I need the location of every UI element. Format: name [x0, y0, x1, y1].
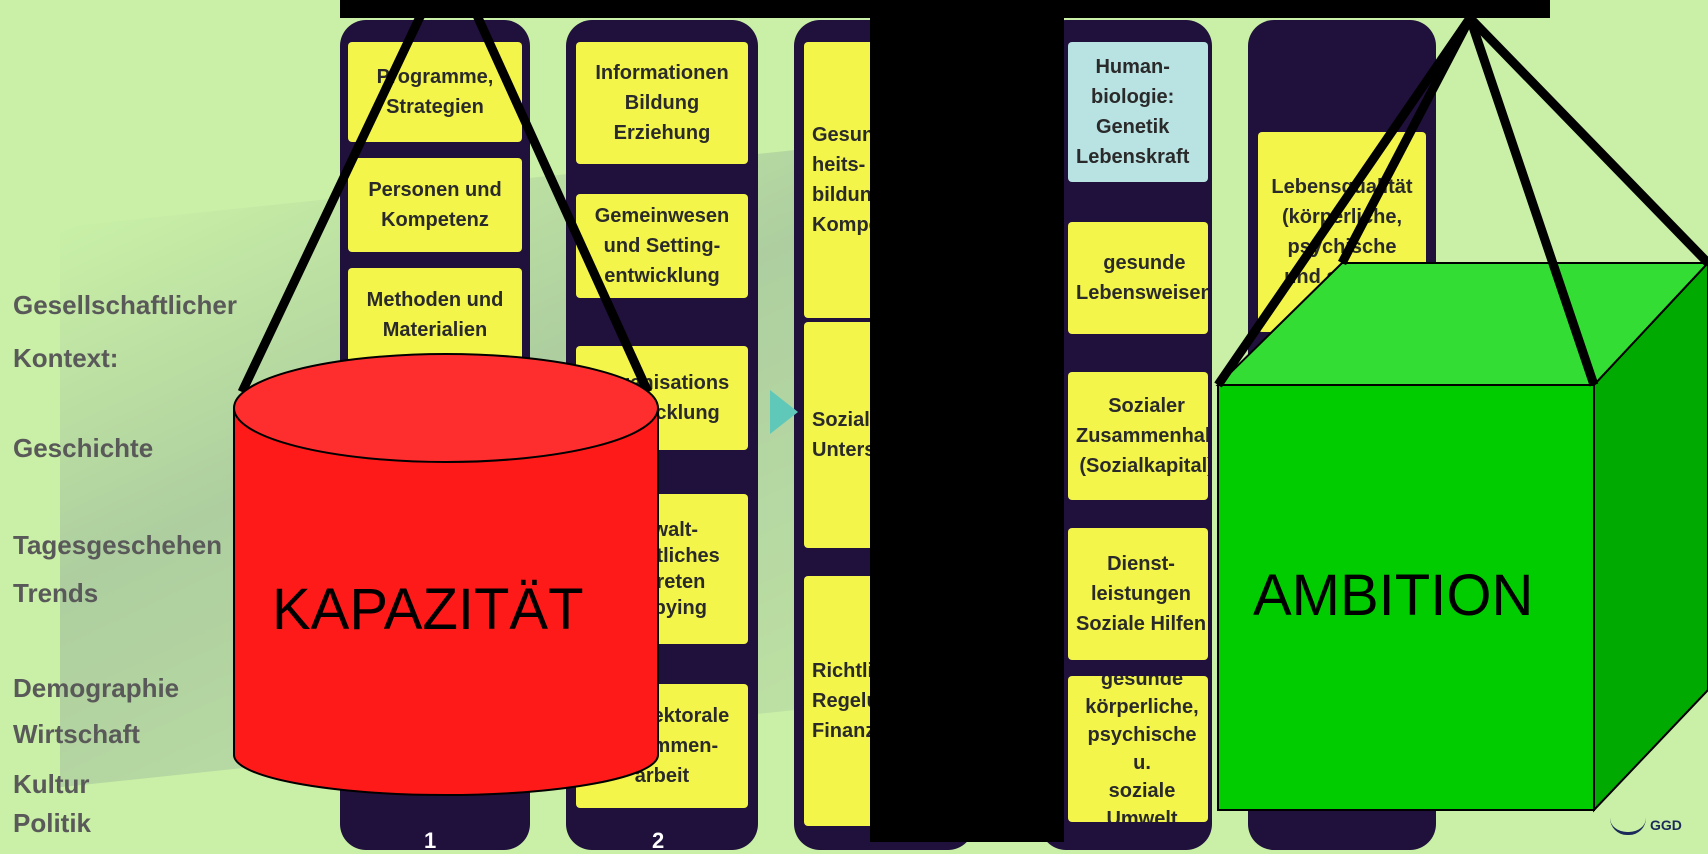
box-dienstleistungen: Dienst- leistungen Soziale Hilfen [1068, 528, 1208, 660]
box-sozialer-zusammenhalt: Sozialer Zusammenhalt (Sozialkapital) [1068, 372, 1208, 500]
context-line-8: Kultur [13, 769, 90, 799]
ambition-label: AMBITION [1253, 563, 1534, 628]
left-string-inner [465, 0, 653, 394]
context-line-3: Geschichte [13, 433, 154, 463]
left-string-outer [237, 0, 433, 394]
logo-text: GGD [1650, 817, 1682, 833]
scale-beam [340, 0, 1550, 18]
box-informationen: Informationen Bildung Erziehung [576, 42, 748, 164]
context-line-2: Kontext: [13, 343, 119, 373]
context-line-4: Tagesgeschehen [13, 530, 223, 560]
context-line-9: Politik [13, 808, 92, 838]
right-string-3 [1465, 16, 1599, 387]
logo-icon [1610, 818, 1646, 835]
context-line-6: Demographie [13, 673, 180, 703]
box-humanbiologie: Human- biologie: Genetik Lebenskraft [1068, 42, 1208, 182]
box-umwelt: gesunde körperliche, psychische u. sozia… [1068, 676, 1208, 822]
right-string-4 [1466, 14, 1708, 267]
scale-pillar [870, 0, 1064, 842]
capacity-label: KAPAZITÄT [272, 577, 584, 642]
box-methoden: Methoden und Materialien [348, 268, 522, 362]
context-line-7: Wirtschaft [13, 719, 140, 749]
right-string-1 [1214, 15, 1474, 388]
column-5: Human- biologie: Genetik Lebenskraft ges… [1040, 20, 1212, 850]
context-line-5: Trends [13, 578, 99, 608]
right-string-2 [1338, 15, 1474, 266]
box-personen: Personen und Kompetenz [348, 158, 522, 252]
box-gemeinwesen: Gemeinwesen und Setting- entwicklung [576, 194, 748, 298]
flow-arrow [770, 390, 798, 434]
ambition-cube [1215, 261, 1708, 813]
capacity-cylinder [233, 353, 659, 796]
box-lebensweisen: gesunde Lebensweisen [1068, 222, 1208, 334]
context-line-1: Gesellschaftlicher [13, 290, 237, 320]
